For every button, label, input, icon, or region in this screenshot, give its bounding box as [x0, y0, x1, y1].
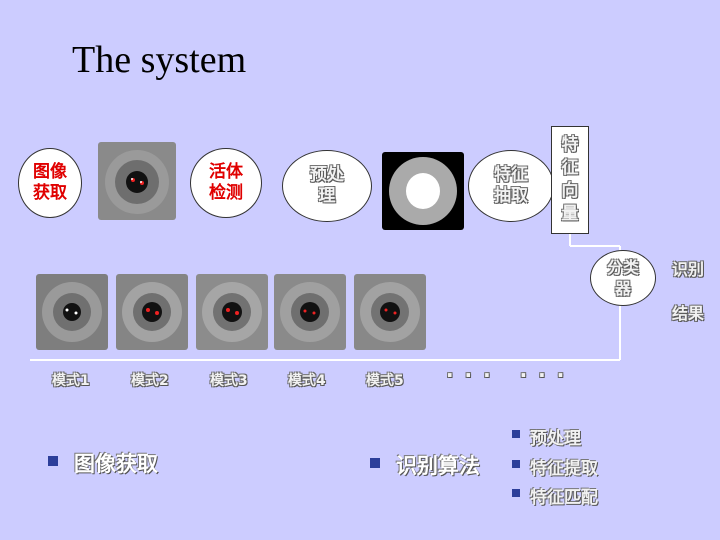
mode-label-3: 模式3: [210, 373, 248, 389]
preprocess-oval: 预处 理: [282, 150, 372, 222]
sub-bullet-marker: [512, 430, 520, 438]
feature-vector-label: 特 征 向 量: [561, 135, 579, 224]
bullet-marker: [48, 456, 58, 466]
ellipsis: . . . . . .: [446, 358, 567, 382]
sub-bullet-preprocess: 预处理: [530, 429, 581, 449]
bullet-acquire: 图像获取: [74, 452, 158, 476]
result-label-2: 结果: [672, 304, 705, 323]
eye-photo-mode5: [354, 274, 426, 350]
eye-photo-mode2: [116, 274, 188, 350]
feature-vector-box: 特 征 向 量: [551, 126, 589, 234]
mode-label-4: 模式4: [288, 373, 326, 389]
sub-bullet-marker: [512, 460, 520, 468]
bullet-marker: [370, 458, 380, 468]
sub-bullet-feature-extract: 特征提取: [530, 459, 598, 479]
bullet-algorithm: 识别算法: [396, 454, 480, 478]
normalized-iris-image: [382, 152, 464, 230]
mode-label-2: 模式2: [131, 373, 169, 389]
eye-photo-mode3: [196, 274, 268, 350]
result-label-1: 识别: [672, 260, 705, 279]
classifier-label: 分类 器: [606, 258, 639, 298]
sub-bullet-feature-match: 特征匹配: [530, 488, 598, 508]
mode-label-5: 模式5: [366, 373, 404, 389]
acquire-label: 图像 获取: [33, 162, 67, 203]
eye-photo-mode1: [36, 274, 108, 350]
eye-photo-mode4: [274, 274, 346, 350]
preprocess-label: 预处 理: [310, 165, 344, 206]
mode-label-1: 模式1: [52, 373, 90, 389]
liveness-oval: 活体 检测: [190, 148, 262, 218]
liveness-label: 活体 检测: [209, 162, 243, 203]
eye-photo-acquire: [98, 142, 176, 220]
slide-title: The system: [72, 39, 247, 81]
sub-bullet-marker: [512, 489, 520, 497]
acquire-oval: 图像 获取: [18, 148, 82, 218]
classifier-oval: 分类 器: [590, 250, 656, 306]
feature-extract-oval: 特征 抽取: [468, 150, 554, 222]
feature-extract-label: 特征 抽取: [494, 165, 528, 206]
